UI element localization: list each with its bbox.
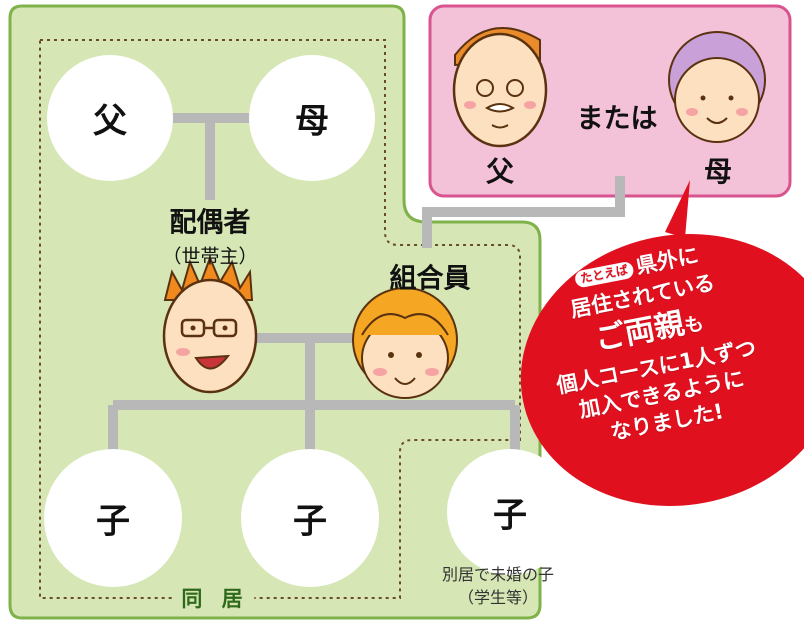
grandmother-label: 母 — [703, 155, 733, 188]
child1-label: 子 — [96, 501, 130, 542]
child2-circle — [241, 449, 379, 587]
grandfather-illustration — [452, 27, 548, 148]
cohabit-label: 同 居 — [175, 583, 255, 613]
callout-emphasis-suffix: も — [682, 312, 706, 338]
cohabit-boundary — [39, 39, 521, 599]
or-label: または — [576, 103, 658, 135]
grandfather-label: 父 — [485, 155, 515, 188]
mother-circle — [249, 55, 375, 181]
mother-label: 母 — [295, 101, 329, 142]
child3-note-1: 別居で未婚の子 — [441, 565, 555, 584]
child3-label: 子 — [493, 495, 527, 536]
family-connectors — [108, 113, 625, 450]
child3-note-2: （学生等） — [457, 588, 539, 607]
member-label: 組合員 — [389, 263, 471, 295]
spouse-illustration — [162, 255, 258, 394]
spouse-label: 配偶者 — [169, 207, 251, 239]
callout-burst — [520, 180, 804, 506]
member-illustration — [352, 287, 458, 399]
child2-label: 子 — [293, 501, 327, 542]
father-circle — [47, 55, 173, 181]
grandmother-illustration — [668, 31, 766, 143]
father-label: 父 — [93, 101, 127, 142]
spouse-note: （世帯主） — [162, 245, 258, 268]
child1-circle — [44, 449, 182, 587]
child3-circle — [447, 449, 573, 575]
